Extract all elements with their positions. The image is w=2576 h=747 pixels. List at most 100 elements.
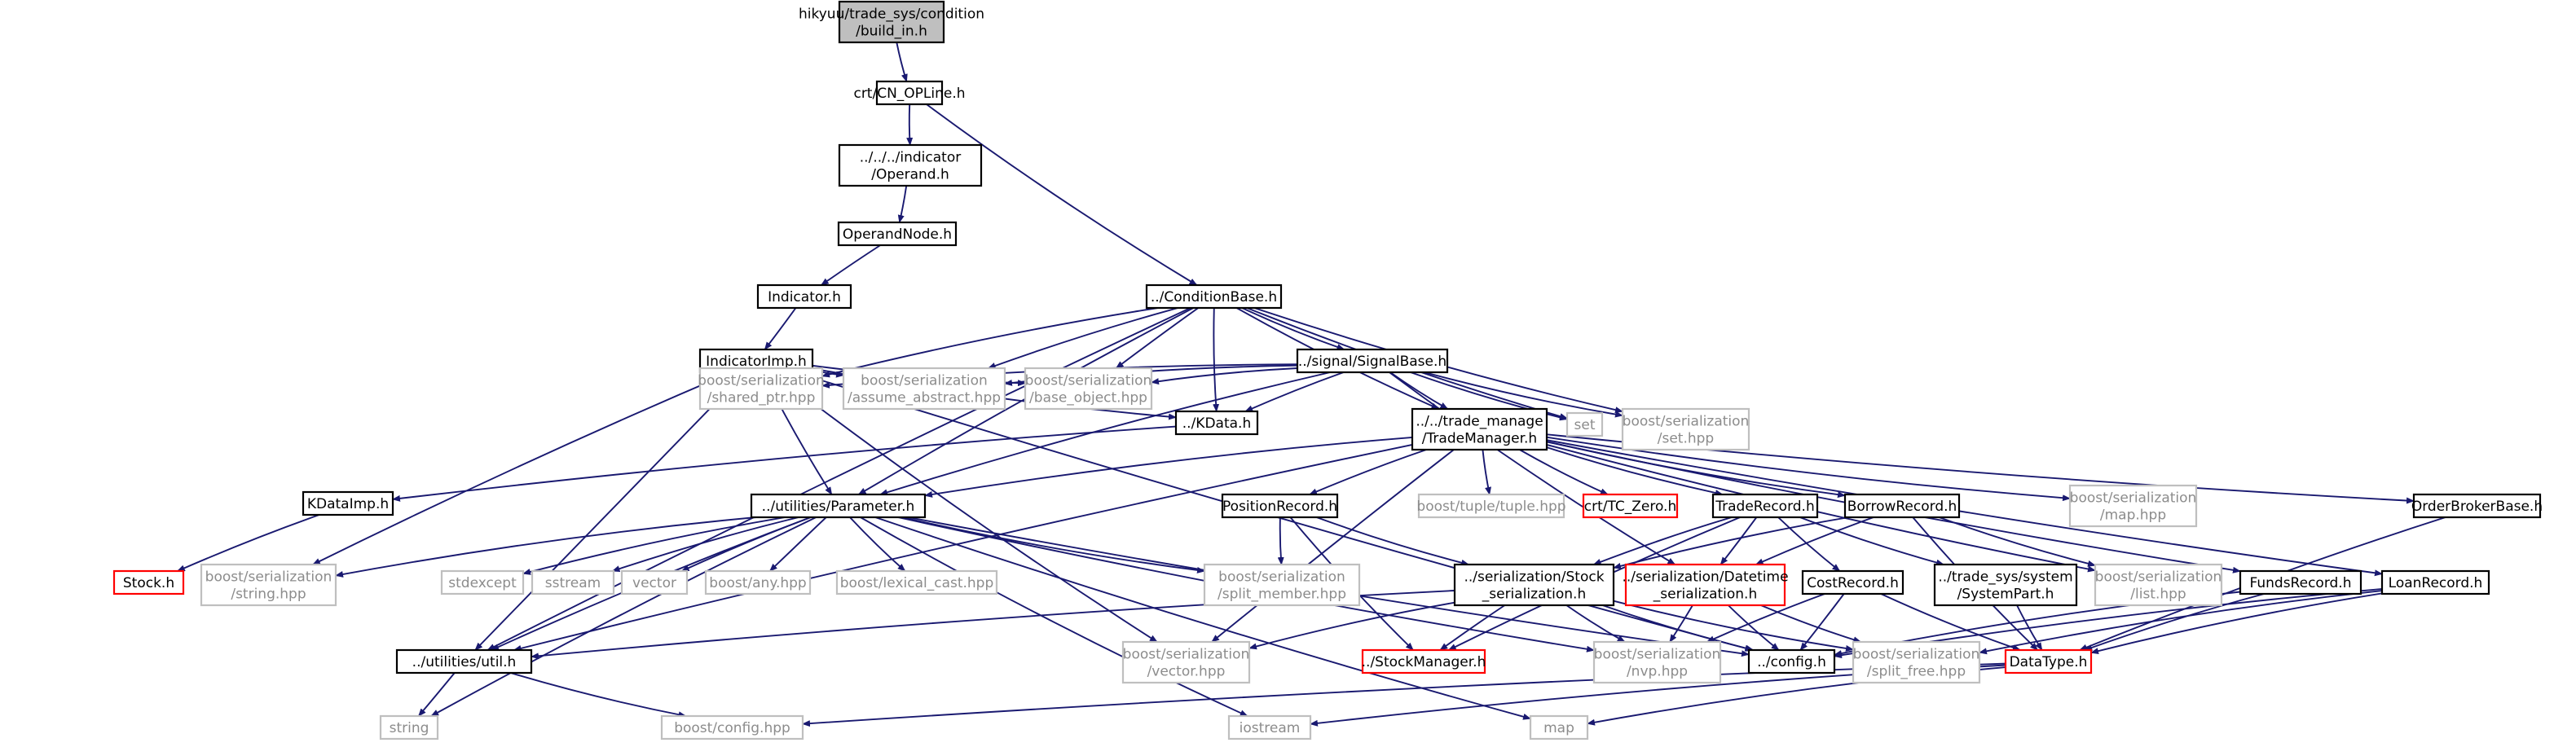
- node-label: /set.hpp: [1658, 431, 1714, 447]
- node-string[interactable]: string: [379, 714, 439, 740]
- node-bs-vector[interactable]: boost/serialization/vector.hpp: [1121, 640, 1251, 684]
- edge-util-to-string: [417, 672, 456, 717]
- node-systempart[interactable]: ../trade_sys/system/SystemPart.h: [1933, 563, 2078, 607]
- node-tc-zero[interactable]: crt/TC_Zero.h: [1582, 493, 1679, 519]
- node-datatype[interactable]: DataType.h: [2004, 648, 2093, 674]
- node-label: boost/serialization: [2070, 490, 2197, 507]
- edge-ser_stock-to-bs_split_free: [1613, 600, 1854, 652]
- node-operandnode[interactable]: OperandNode.h: [837, 221, 958, 247]
- node-bs-assume-abstract[interactable]: boost/serialization/assume_abstract.hpp: [842, 367, 1006, 411]
- node-label: /vector.hpp: [1147, 664, 1226, 680]
- node-stdexcept[interactable]: stdexcept: [440, 569, 525, 595]
- node-label: ../signal/SignalBase.h: [1298, 354, 1447, 370]
- edge-operandnode-to-indicator: [820, 244, 881, 286]
- node-box: [620, 569, 689, 595]
- node-bs-map[interactable]: boost/serialization/map.hpp: [2068, 484, 2198, 528]
- nodes-layer: hikyuu/trade_sys/condition/build_in.hcrt…: [112, 0, 2543, 740]
- node-label: DataType.h: [2010, 654, 2088, 670]
- edge-conditionbase-to-bs_base_object: [1115, 307, 1199, 369]
- node-label: boost/serialization: [1218, 569, 1345, 586]
- node-label: OrderBrokerBase.h: [2411, 499, 2543, 515]
- node-boost-tuple[interactable]: boost/tuple/tuple.hpp: [1416, 493, 1566, 519]
- node-bs-split-member[interactable]: boost/serialization/split_member.hpp: [1203, 563, 1361, 607]
- node-fundsrecord[interactable]: FundsRecord.h: [2239, 569, 2362, 595]
- edge-parameter-to-boost_lexical_cast: [849, 516, 906, 572]
- node-box: [2068, 484, 2198, 528]
- edge-ser_datetime-to-bs_split_free: [1760, 604, 1862, 644]
- node-iostream[interactable]: iostream: [1227, 714, 1312, 740]
- node-stock[interactable]: Stock.h: [112, 569, 185, 595]
- node-bs-nvp[interactable]: boost/serialization/nvp.hpp: [1592, 640, 1722, 684]
- node-box: [1624, 563, 1786, 607]
- node-boost-any[interactable]: boost/any.hpp: [704, 569, 812, 595]
- node-label: ../KData.h: [1182, 415, 1251, 432]
- edge-signalbase-to-kdata: [1244, 371, 1345, 412]
- node-box: [1453, 563, 1615, 607]
- node-boost-lexical-cast[interactable]: boost/lexical_cast.hpp: [835, 569, 998, 595]
- node-costrecord[interactable]: CostRecord.h: [1801, 569, 1904, 595]
- node-box: [660, 714, 804, 740]
- node-label: CostRecord.h: [1807, 575, 1899, 591]
- node-operand[interactable]: ../../../indicator/Operand.h: [838, 143, 983, 187]
- node-traderecord[interactable]: TradeRecord.h: [1711, 493, 1819, 519]
- node-util[interactable]: ../utilities/util.h: [395, 648, 533, 674]
- node-config[interactable]: ../config.h: [1747, 648, 1836, 674]
- node-ser-datetime[interactable]: ../serialization/Datetime_serialization.…: [1622, 563, 1789, 607]
- edge-costrecord-to-config: [1799, 593, 1845, 651]
- node-box: [842, 367, 1006, 411]
- node-label: boost/serialization: [1623, 414, 1750, 430]
- node-label: /nvp.hpp: [1627, 664, 1688, 680]
- node-indicator[interactable]: Indicator.h: [756, 283, 852, 310]
- node-kdata[interactable]: ../KData.h: [1174, 410, 1259, 436]
- edge-conditionbase-to-bs_shared_ptr: [821, 307, 1158, 378]
- node-vector[interactable]: vector: [620, 569, 689, 595]
- edge-signalbase-to-bs_base_object: [1151, 367, 1298, 385]
- node-label: boost/config.hpp: [674, 720, 790, 736]
- node-label: boost/serialization: [698, 373, 825, 389]
- node-bs-string[interactable]: boost/serialization/string.hpp: [200, 563, 337, 607]
- edge-positionrecord-to-ser_stock: [1316, 516, 1470, 566]
- node-label: ../StockManager.h: [1362, 654, 1486, 670]
- edge-trademanager-to-bs_vector: [1211, 449, 1455, 643]
- edge-signalbase-to-set: [1410, 371, 1568, 421]
- node-box: [704, 569, 812, 595]
- edge-signalbase-to-bs_set: [1424, 371, 1623, 418]
- node-map[interactable]: map: [1529, 714, 1589, 740]
- node-label: /build_in.h: [856, 24, 927, 40]
- edge-signalbase-to-ser_datetime: [1389, 371, 1676, 565]
- node-box: [200, 563, 337, 607]
- node-box: [838, 0, 945, 44]
- node-box: [1121, 640, 1251, 684]
- edge-ser_stock-to-bs_nvp: [1565, 604, 1626, 643]
- edge-trademanager-to-tc_zero: [1519, 449, 1609, 495]
- node-label: _serialization.h: [1653, 587, 1757, 603]
- node-cn-opline[interactable]: crt/CN_OPLine.h: [853, 80, 966, 106]
- node-trademanager[interactable]: ../../trade_manage/TradeManager.h: [1411, 407, 1548, 451]
- node-orderbrokerbase[interactable]: OrderBrokerBase.h: [2411, 493, 2543, 519]
- node-set[interactable]: set: [1565, 411, 1604, 437]
- node-bs-list[interactable]: boost/serialization/list.hpp: [2094, 563, 2223, 607]
- node-sstream[interactable]: sstream: [531, 569, 615, 595]
- node-positionrecord[interactable]: PositionRecord.h: [1221, 493, 1339, 519]
- node-label: string: [390, 720, 429, 736]
- node-stockmanager[interactable]: ../StockManager.h: [1361, 648, 1486, 674]
- edge-costrecord-to-bs_nvp: [1706, 593, 1825, 643]
- node-bs-set[interactable]: boost/serialization/set.hpp: [1621, 407, 1750, 451]
- node-label: Stock.h: [123, 575, 174, 591]
- node-borrowrecord[interactable]: BorrowRecord.h: [1843, 493, 1961, 519]
- node-box: [1361, 648, 1486, 674]
- node-bs-split-free[interactable]: boost/serialization/split_free.hpp: [1852, 640, 1981, 684]
- node-bs-shared-ptr[interactable]: boost/serialization/shared_ptr.hpp: [698, 367, 825, 411]
- node-label: Indicator.h: [768, 289, 841, 305]
- node-boost-config[interactable]: boost/config.hpp: [660, 714, 804, 740]
- edge-parameter-to-stdexcept: [522, 516, 786, 575]
- node-kdataimp[interactable]: KDataImp.h: [302, 490, 394, 516]
- node-signalbase[interactable]: ../signal/SignalBase.h: [1296, 348, 1449, 374]
- node-conditionbase[interactable]: ../ConditionBase.h: [1145, 283, 1283, 310]
- node-ser-stock[interactable]: ../serialization/Stock_serialization.h: [1453, 563, 1615, 607]
- node-parameter[interactable]: ../utilities/Parameter.h: [750, 493, 927, 519]
- node-bs-base-object[interactable]: boost/serialization/base_object.hpp: [1024, 367, 1153, 411]
- node-box: [837, 221, 958, 247]
- node-loanrecord[interactable]: LoanRecord.h: [2380, 569, 2490, 595]
